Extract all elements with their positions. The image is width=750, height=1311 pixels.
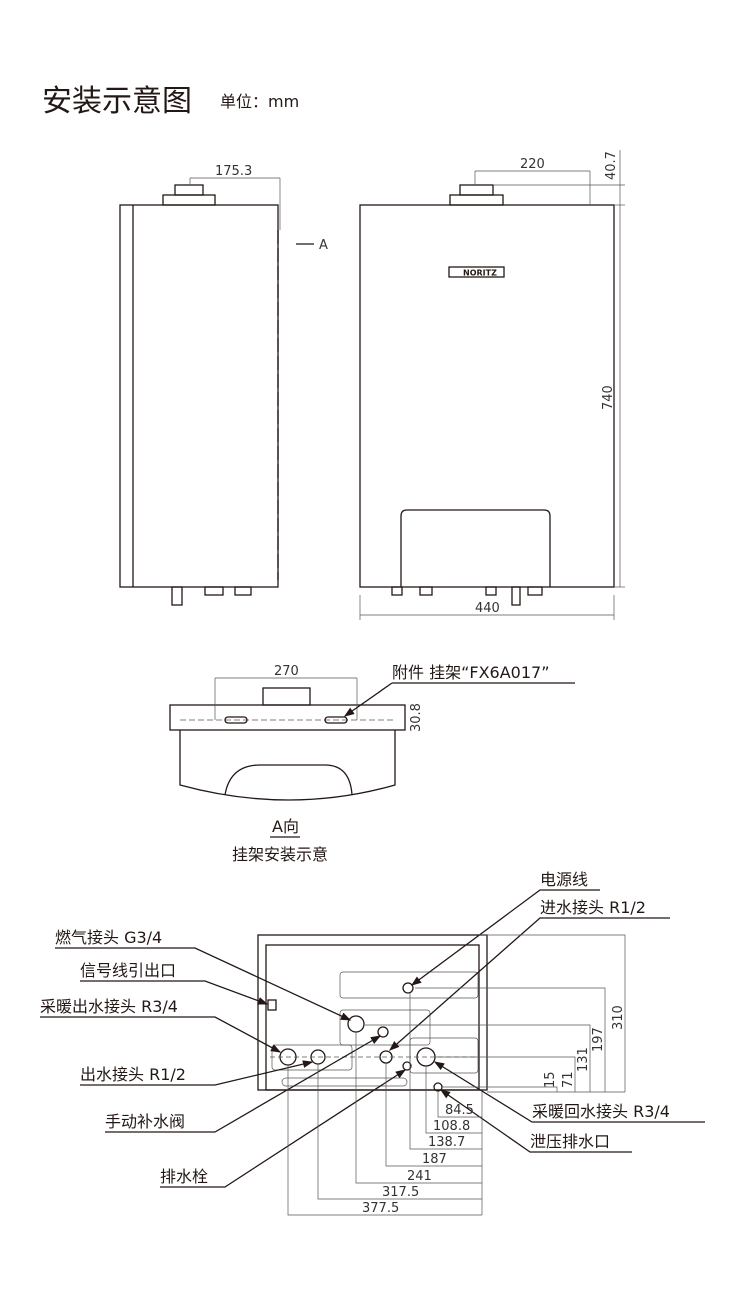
dim-310: 310 [611, 1005, 626, 1030]
label-relief-drain: 泄压排水口 [530, 1132, 610, 1151]
dim-front-flue: 220 [520, 157, 545, 172]
page-title: 安装示意图 [42, 84, 192, 119]
dim-15: 15 [543, 1071, 558, 1088]
dim-108-8: 108.8 [433, 1119, 470, 1134]
view-a-label: A向 [272, 817, 299, 836]
label-refill-valve: 手动补水阀 [105, 1112, 185, 1131]
front-view: NORITZ 220 40.7 740 440 [359, 150, 625, 620]
label-gas: 燃气接头 G3/4 [55, 928, 162, 947]
bracket-caption: 挂架安装示意 [232, 845, 328, 864]
dim-317-5: 317.5 [382, 1185, 419, 1200]
dim-71: 71 [561, 1071, 576, 1088]
bottom-view: 电源线 进水接头 R1/2 燃气接头 G3/4 信号线引出口 采暖出水接头 R3… [40, 870, 705, 1216]
dim-131: 131 [576, 1047, 591, 1072]
dim-height: 740 [601, 385, 616, 410]
logo-text: NORITZ [463, 269, 497, 278]
dim-side-flue: 175.3 [215, 164, 252, 179]
label-water-out: 出水接头 R1/2 [80, 1065, 186, 1084]
dim-bracket-width: 270 [274, 664, 299, 679]
label-water-in: 进水接头 R1/2 [540, 898, 646, 917]
accessory-label: 附件 挂架“FX6A017” [392, 663, 550, 682]
dim-84-5: 84.5 [445, 1103, 474, 1118]
label-heat-return: 采暖回水接头 R3/4 [532, 1102, 670, 1121]
dim-187: 187 [422, 1152, 447, 1167]
callout-labels: 电源线 进水接头 R1/2 燃气接头 G3/4 信号线引出口 采暖出水接头 R3… [40, 870, 705, 1188]
label-signal: 信号线引出口 [80, 961, 176, 980]
dim-width: 440 [475, 601, 500, 616]
side-view: 175.3 A [119, 164, 328, 606]
view-arrow-a: A [319, 238, 328, 253]
dim-bracket-height: 30.8 [409, 703, 424, 732]
dim-top-height: 40.7 [604, 151, 619, 180]
label-drain-plug: 排水栓 [160, 1167, 208, 1186]
bracket-view: 270 30.8 附件 挂架“FX6A017” A向 挂架安装示意 [169, 663, 575, 864]
vertical-dimensions: 15 71 131 197 310 [365, 934, 626, 1093]
label-power: 电源线 [540, 870, 588, 889]
dim-138-7: 138.7 [428, 1135, 465, 1150]
dim-377-5: 377.5 [362, 1201, 399, 1216]
horizontal-dimensions: 84.5 108.8 138.7 187 241 317.5 377.5 [287, 993, 483, 1216]
unit-label: 单位：mm [220, 92, 300, 111]
dim-197: 197 [591, 1027, 606, 1052]
brand-logo [448, 266, 505, 278]
label-heat-out: 采暖出水接头 R3/4 [40, 997, 178, 1016]
dim-241: 241 [407, 1169, 432, 1184]
